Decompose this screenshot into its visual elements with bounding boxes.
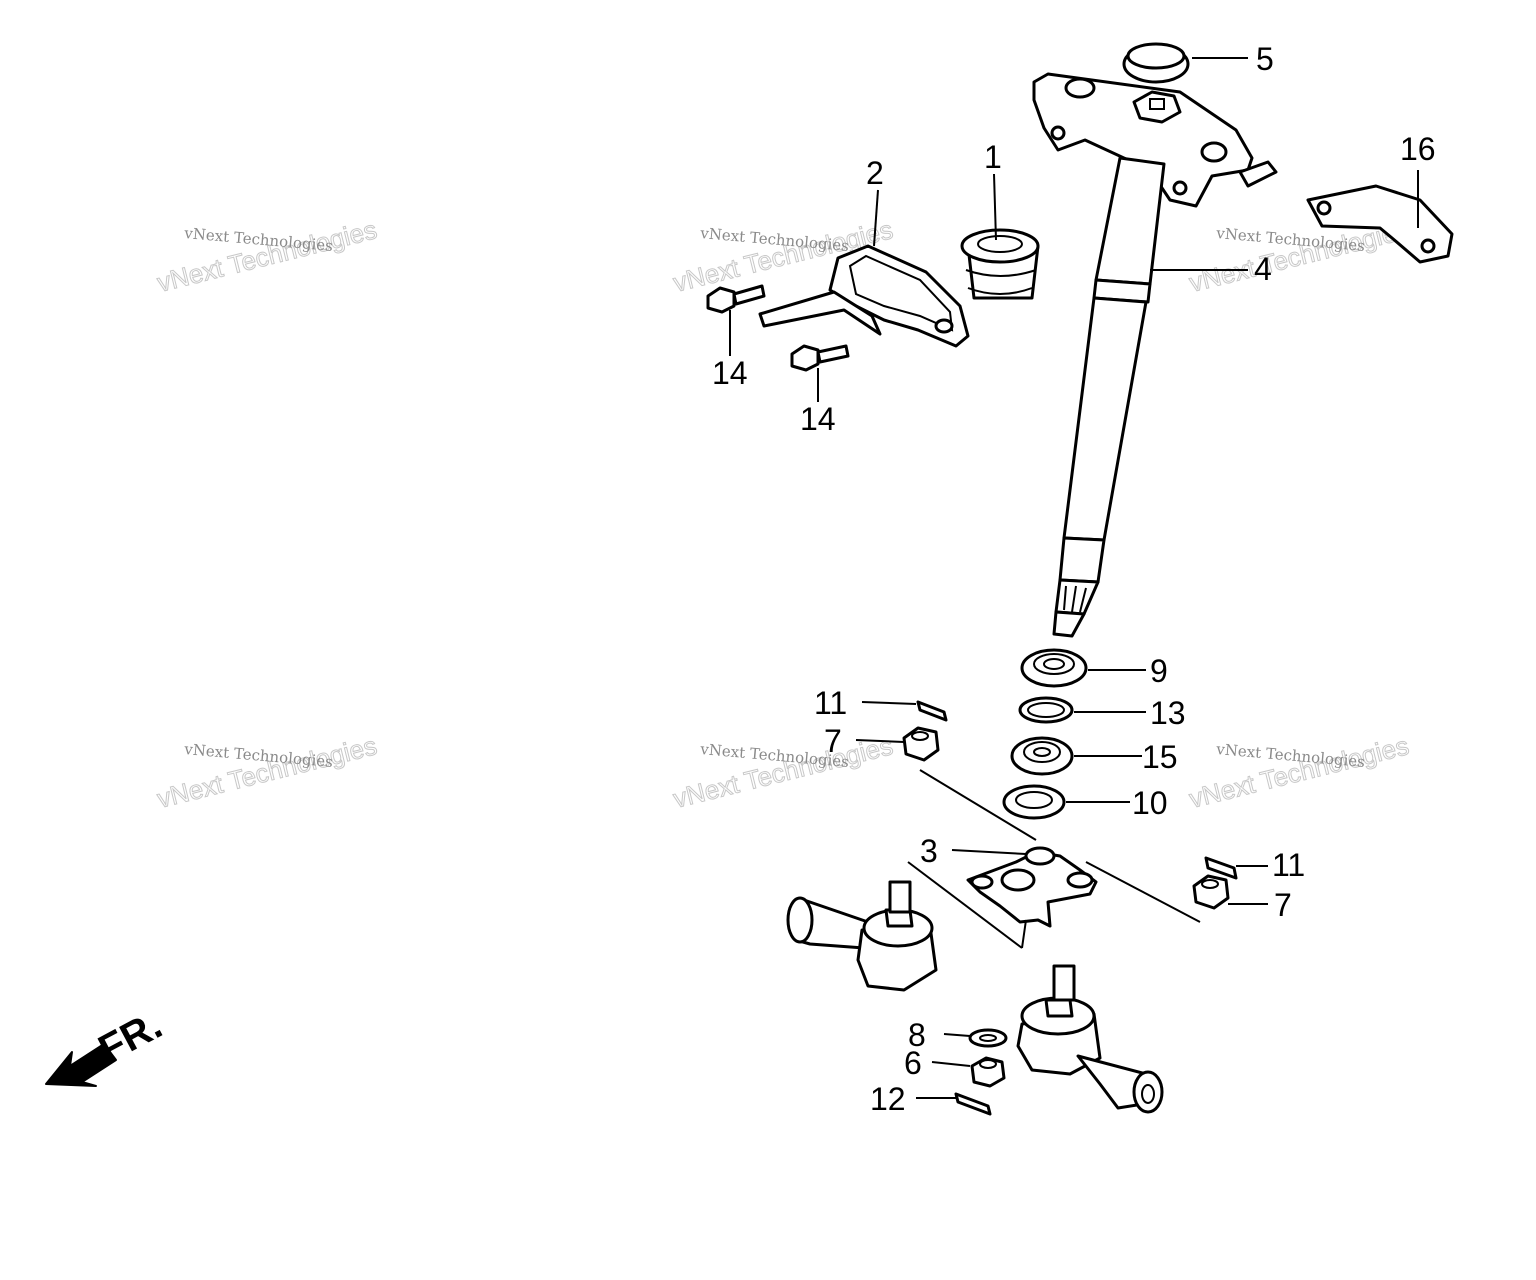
tie-rod-end-part-right — [1016, 964, 1164, 1114]
callout-13: 13 — [1150, 695, 1186, 731]
tie-rod-end-part-left — [786, 880, 938, 992]
front-arrow-icon — [45, 1043, 117, 1087]
callout-1: 1 — [984, 139, 1002, 175]
callout-12: 12 — [870, 1081, 906, 1117]
callout-5: 5 — [1256, 41, 1274, 77]
cotter-pin-part-left — [916, 700, 948, 722]
bolt-part-lower — [790, 344, 850, 372]
steering-shaft-part — [1032, 72, 1278, 638]
callout-14-upper: 14 — [712, 355, 748, 391]
callout-7-right: 7 — [1274, 887, 1292, 923]
bearing-part-9 — [1020, 648, 1088, 688]
watermark-top-left: vNext Technologies vNext Technologies — [154, 214, 381, 299]
nut-part-left — [902, 726, 940, 762]
cotter-pin-part-bottom — [954, 1092, 992, 1116]
castle-nut-part — [970, 1056, 1006, 1088]
callout-4: 4 — [1254, 251, 1272, 287]
callout-10: 10 — [1132, 785, 1168, 821]
nut-part-right — [1192, 874, 1230, 910]
callout-7-left: 7 — [824, 723, 842, 759]
callout-16: 16 — [1400, 131, 1436, 167]
callout-labels: 1 2 3 4 5 6 7 7 8 9 10 11 11 12 13 14 14… — [712, 41, 1436, 1117]
callout-15: 15 — [1142, 739, 1178, 775]
callout-8: 8 — [908, 1017, 926, 1053]
callout-6: 6 — [904, 1045, 922, 1081]
seal-part — [1002, 784, 1066, 820]
holder-part — [758, 244, 970, 348]
bolt-part-upper — [706, 284, 766, 314]
callout-2: 2 — [866, 155, 884, 191]
watermark-bottom-left: vNext Technologies vNext Technologies — [154, 730, 381, 815]
bushing-part — [960, 228, 1040, 300]
leader-lines — [729, 57, 1419, 1099]
watermark-bottom-right: vNext Technologies vNext Technologies — [1186, 730, 1413, 815]
watermark-bottom-center: vNext Technologies vNext Technologies — [670, 730, 897, 815]
plate-part — [1306, 184, 1454, 264]
bearing-part-15 — [1010, 736, 1074, 776]
cap-part — [1122, 42, 1190, 84]
steering-arm-part — [966, 846, 1098, 928]
front-direction-indicator: FR. — [45, 1003, 169, 1087]
callout-3: 3 — [920, 833, 938, 869]
callout-14-lower: 14 — [800, 401, 836, 437]
circlip-part — [1018, 696, 1074, 724]
callout-9: 9 — [1150, 653, 1168, 689]
callout-11-left: 11 — [814, 685, 847, 721]
callout-11-right: 11 — [1272, 847, 1305, 883]
cotter-pin-part-right — [1204, 856, 1238, 880]
washer-part — [968, 1028, 1008, 1048]
